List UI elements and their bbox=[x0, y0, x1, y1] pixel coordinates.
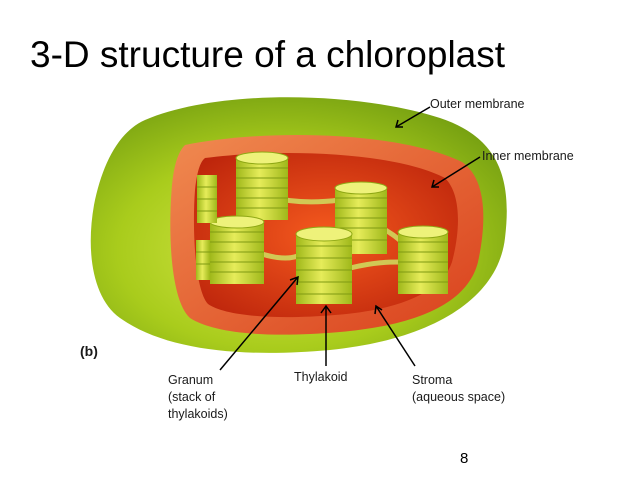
label-stroma-line-1: Stroma bbox=[412, 373, 452, 387]
label-granum-line-2: (stack of bbox=[168, 390, 216, 404]
granum-stack-5 bbox=[397, 225, 449, 294]
granum-stack-7 bbox=[196, 240, 210, 280]
granum-stack-6 bbox=[197, 175, 217, 223]
label-thylakoid: Thylakoid bbox=[294, 370, 348, 384]
slide-title: 3-D structure of a chloroplast bbox=[30, 34, 506, 75]
granum-stack-1 bbox=[235, 151, 289, 220]
page-number: 8 bbox=[460, 450, 469, 467]
panel-label: (b) bbox=[80, 343, 98, 359]
granum-stack-4 bbox=[295, 226, 353, 304]
label-inner-membrane: Inner membrane bbox=[482, 149, 574, 163]
label-granum-line-1: Granum bbox=[168, 373, 213, 387]
granum-stack-3 bbox=[209, 215, 265, 284]
label-outer-membrane: Outer membrane bbox=[430, 97, 525, 111]
pointer-arrows bbox=[219, 106, 481, 371]
label-stroma-line-2: (aqueous space) bbox=[412, 390, 505, 404]
label-granum-line-3: thylakoids) bbox=[168, 407, 228, 421]
